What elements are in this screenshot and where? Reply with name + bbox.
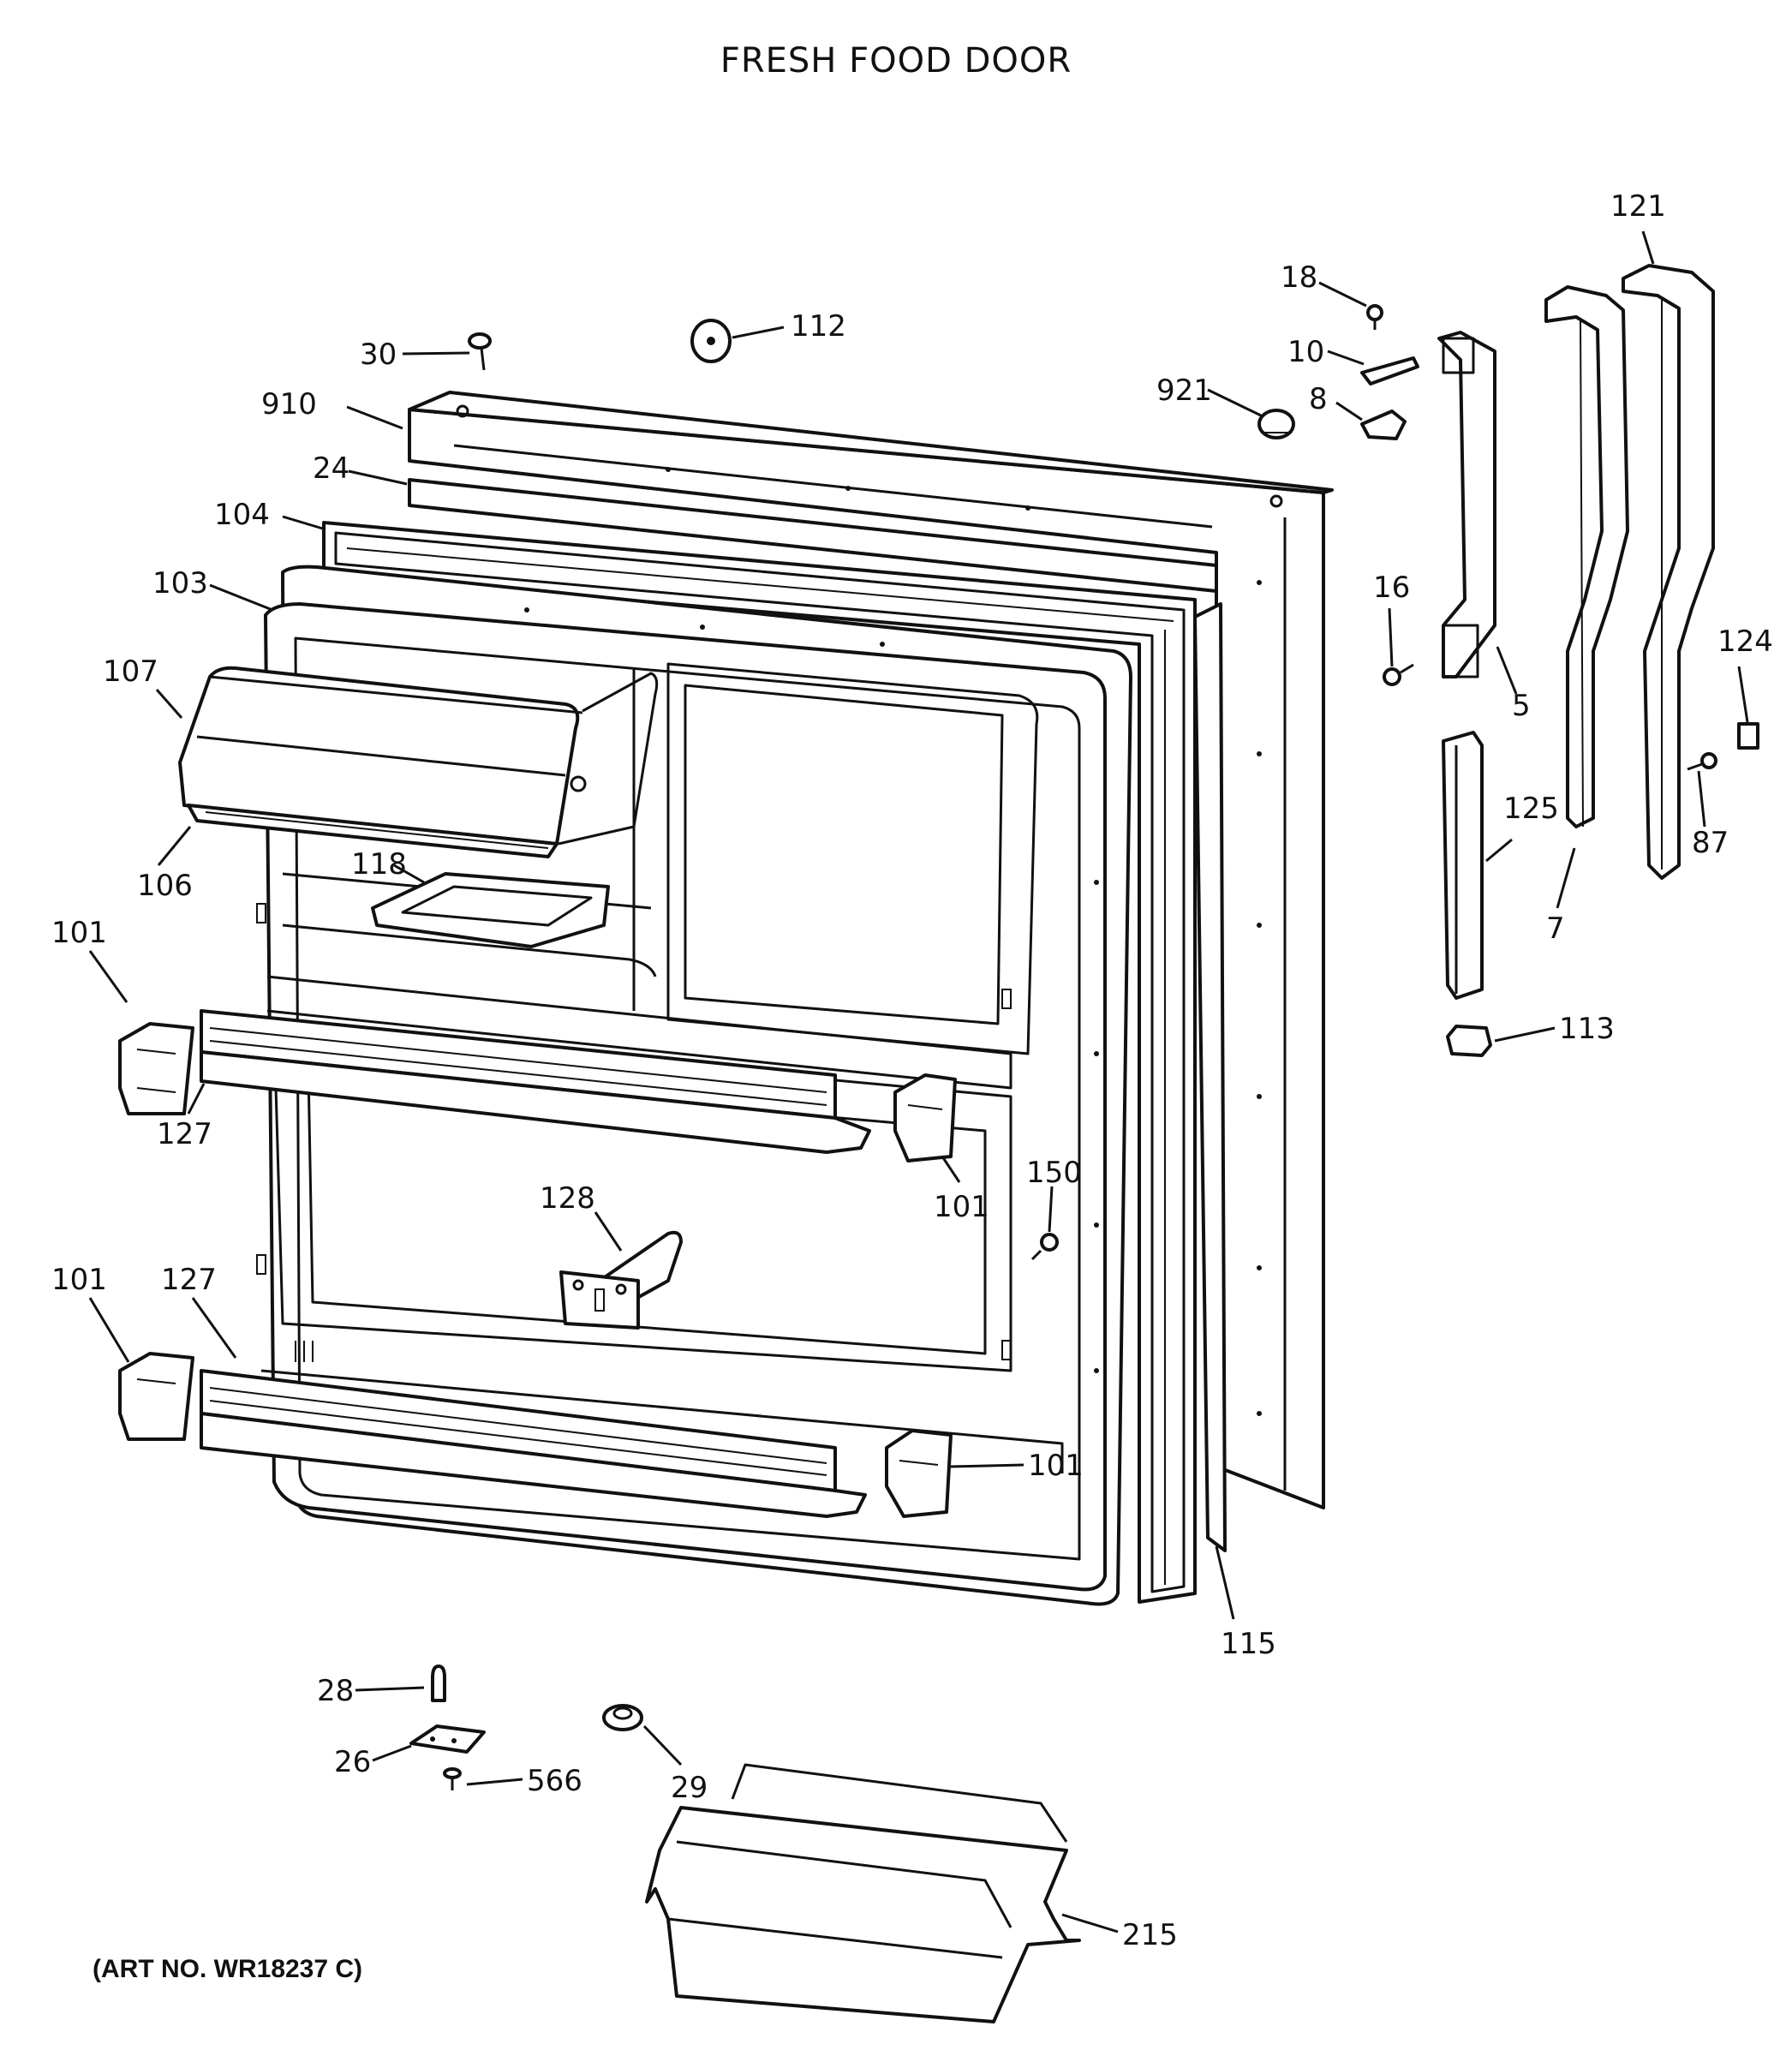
callout-910: 910 — [261, 387, 317, 421]
callout-921: 921 — [1156, 374, 1212, 408]
leader-lines — [88, 230, 1749, 1933]
callout-566: 566 — [527, 1764, 582, 1798]
clip-10 — [1360, 356, 1419, 386]
callout-128: 128 — [540, 1181, 595, 1216]
shelf-end-caps — [118, 1022, 957, 1518]
callout-87: 87 — [1692, 826, 1729, 860]
clip-124 — [1737, 722, 1759, 750]
callout-7: 7 — [1546, 911, 1565, 946]
callout-24: 24 — [313, 451, 349, 486]
callout-107: 107 — [103, 654, 158, 689]
callout-30: 30 — [360, 338, 397, 372]
door-bin-215 — [645, 1763, 1081, 2023]
shelf-bracket — [559, 1230, 683, 1330]
callout-28: 28 — [317, 1674, 354, 1708]
plug-112 — [690, 319, 732, 363]
art-number: (ART NO. WR18237 C) — [93, 1955, 363, 1983]
cap-921 — [1257, 409, 1295, 439]
callout-101-lower-right: 101 — [1028, 1449, 1084, 1483]
block-113 — [1446, 1025, 1492, 1057]
callout-18: 18 — [1281, 260, 1317, 295]
diagram-title: FRESH FOOD DOOR — [720, 41, 1072, 81]
callout-215: 215 — [1122, 1918, 1178, 1952]
callout-113: 113 — [1559, 1012, 1615, 1046]
callout-115: 115 — [1221, 1627, 1276, 1661]
callout-124: 124 — [1717, 625, 1773, 659]
callout-10: 10 — [1287, 335, 1324, 369]
cam-8 — [1360, 409, 1407, 440]
screw-87 — [1687, 752, 1717, 771]
callout-103: 103 — [152, 566, 208, 601]
screw-30 — [468, 332, 492, 371]
callout-labels: 30 112 910 24 104 103 107 106 118 101 12… — [51, 189, 1773, 1952]
callout-127-lower: 127 — [161, 1263, 217, 1297]
callout-8: 8 — [1309, 382, 1328, 416]
hinge-7 — [1544, 285, 1629, 828]
screw-18 — [1366, 304, 1383, 330]
callout-121: 121 — [1610, 189, 1666, 224]
callout-104: 104 — [214, 498, 270, 532]
channel-125 — [1442, 731, 1484, 1000]
callout-5: 5 — [1512, 689, 1531, 723]
top-trim-strip — [408, 478, 1218, 593]
dairy-compartment — [178, 666, 659, 858]
hinge-121 — [1622, 264, 1715, 880]
upper-shelf-bar — [200, 1009, 871, 1154]
hinge-bracket-5 — [1437, 331, 1496, 678]
callout-150: 150 — [1026, 1156, 1082, 1190]
screw-16 — [1383, 663, 1414, 686]
grommet-29 — [602, 1704, 643, 1731]
callout-26: 26 — [334, 1745, 371, 1779]
callout-125: 125 — [1503, 792, 1559, 826]
callout-118: 118 — [351, 847, 407, 882]
callout-101-upper-left: 101 — [51, 916, 107, 950]
callout-106: 106 — [137, 869, 193, 903]
callout-127-upper: 127 — [157, 1117, 212, 1151]
callout-101-upper-right: 101 — [934, 1190, 989, 1224]
callout-101-lower-left: 101 — [51, 1263, 107, 1297]
lower-shelf-bar — [200, 1369, 867, 1518]
callout-112: 112 — [791, 309, 846, 344]
screw-566 — [443, 1767, 462, 1790]
screw-150 — [1030, 1233, 1059, 1261]
side-gasket-strip — [1193, 602, 1227, 1552]
callout-16: 16 — [1373, 571, 1410, 605]
pin-28 — [431, 1665, 446, 1702]
callout-29: 29 — [671, 1771, 708, 1805]
utility-tray — [371, 872, 610, 948]
plate-26 — [409, 1724, 486, 1754]
